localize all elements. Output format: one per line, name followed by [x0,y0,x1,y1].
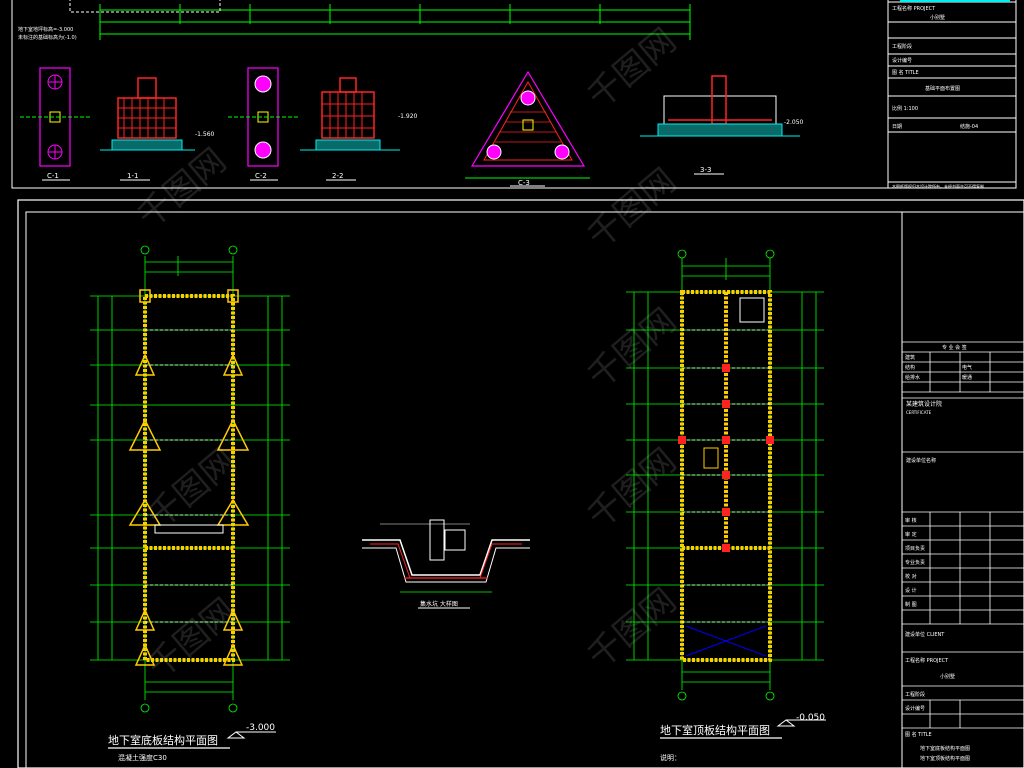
watermark-4: 千图网 [580,301,684,397]
bottom-project-label: 工程名称 PROJECT [905,657,949,664]
bottom-title-label: 图 名 TITLE [905,731,932,738]
cert-label: 建设单位名称 [906,457,936,464]
top-elevation-note-1: 地下室地坪标高=-3.000 [18,26,73,33]
label-c2: C-2 [255,172,267,180]
approve-6: 制 图 [905,601,917,608]
bottom-drawing-no: 设计编号 [905,705,925,712]
section-2-2: 2-2 -1.920 [300,77,418,181]
stamp-header: 专 业 会 签 [942,344,967,351]
right-plan: 地下室顶板结构平面图 -0.050 说明： [626,249,826,762]
left-plan: 地下室底板结构平面图 -3.000 混凝土强度C30 [90,245,290,762]
sign-row-3: 电气 [962,364,972,371]
watermark-7: 千图网 [140,441,244,537]
left-plan-note: 混凝土强度C30 [118,753,167,762]
bottom-project-name: 小别墅 [940,673,955,680]
company-en: CERTIFICATE [906,410,932,415]
approve-3: 专业负责 [905,559,925,566]
section-3-3: 3-3 -2.050 [640,75,804,175]
sump-detail-title: 集水坑 大样图 [420,600,458,608]
top-date: 日期 [892,124,902,130]
label-3-3: 3-3 [700,166,711,174]
watermark-1: 千图网 [130,141,234,237]
label-1-1: 1-1 [127,172,138,180]
left-plan-elevation: -3.000 [246,723,275,733]
detail-c2: C-2 [228,67,298,181]
top-drawing-no: 设计编号 [892,57,912,64]
bottom-title-block: 专 业 会 签 建筑 结构 给排水 电气 暖通 某建筑设计院 CERTIFICA… [902,341,1024,762]
detail-c3: C-3 [465,70,590,187]
top-scale: 比例 1:100 [892,105,918,112]
sign-row-4: 暖通 [962,374,972,381]
sign-row-0: 建筑 [905,354,915,361]
approve-2: 项目负责 [905,545,925,552]
top-title-block: 工程名称 PROJECT 小别墅 工程阶段 设计编号 图 名 TITLE 基础平… [888,1,1016,189]
right-plan-note: 说明： [660,753,681,762]
elev-3-3: -2.050 [784,119,804,126]
top-project-name: 小别墅 [930,14,945,21]
watermark-2: 千图网 [580,21,684,117]
bottom-drawing-title-2: 地下室顶板结构平面图 [920,755,970,762]
owner-label: 建设单位 CLIENT [905,631,945,638]
section-1-1: 1-1 -1.560 [100,77,215,181]
approve-4: 校 对 [905,573,917,580]
watermark-6: 千图网 [580,581,684,677]
watermark-5: 千图网 [580,441,684,537]
approve-1: 审 定 [905,531,917,538]
elev-1-1: -1.560 [195,131,215,138]
top-footer-note: 本图纸版权归本设计院所有，未经书面许可不得复制 [892,183,984,189]
sign-row-2: 给排水 [905,374,920,381]
approve-0: 审 核 [905,517,917,524]
top-drawing-title: 基础平面布置图 [925,85,960,92]
detail-c1: C-1 [20,67,90,181]
approve-5: 设 计 [905,587,917,594]
right-plan-elevation: -0.050 [796,713,825,723]
top-elevation-note-2: 未标注的基础标高为(-1.0) [18,34,77,41]
right-plan-title: 地下室顶板结构平面图 [660,723,770,737]
left-plan-title: 地下室底板结构平面图 [108,733,218,747]
bottom-drawing-title-1: 地下室底板结构平面图 [920,745,970,752]
watermark-8: 千图网 [140,591,244,687]
top-sheet-no: 结施-04 [960,123,978,130]
label-2-2: 2-2 [332,172,343,180]
watermark: 千图网 千图网 千图网 千图网 千图网 千图网 千图网 千图网 [130,21,684,687]
top-title-label: 图 名 TITLE [892,69,919,76]
top-design-label: 工程阶段 [892,43,912,50]
sump-detail: 集水坑 大样图 [362,519,530,609]
watermark-3: 千图网 [580,161,684,257]
label-c1: C-1 [47,172,59,180]
top-project-label: 工程名称 PROJECT [892,5,936,12]
bottom-sheet: 地下室底板结构平面图 -3.000 混凝土强度C30 集水坑 大样图 [17,199,1024,768]
sign-row-1: 结构 [905,364,915,371]
company-name: 某建筑设计院 [906,400,942,408]
bottom-design-label: 工程阶段 [905,691,925,698]
top-sheet: 地下室地坪标高=-3.000 未标注的基础标高为(-1.0) C-1 1-1 -… [11,0,1017,189]
label-c3: C-3 [518,179,530,187]
elev-2-2: -1.920 [398,113,418,120]
